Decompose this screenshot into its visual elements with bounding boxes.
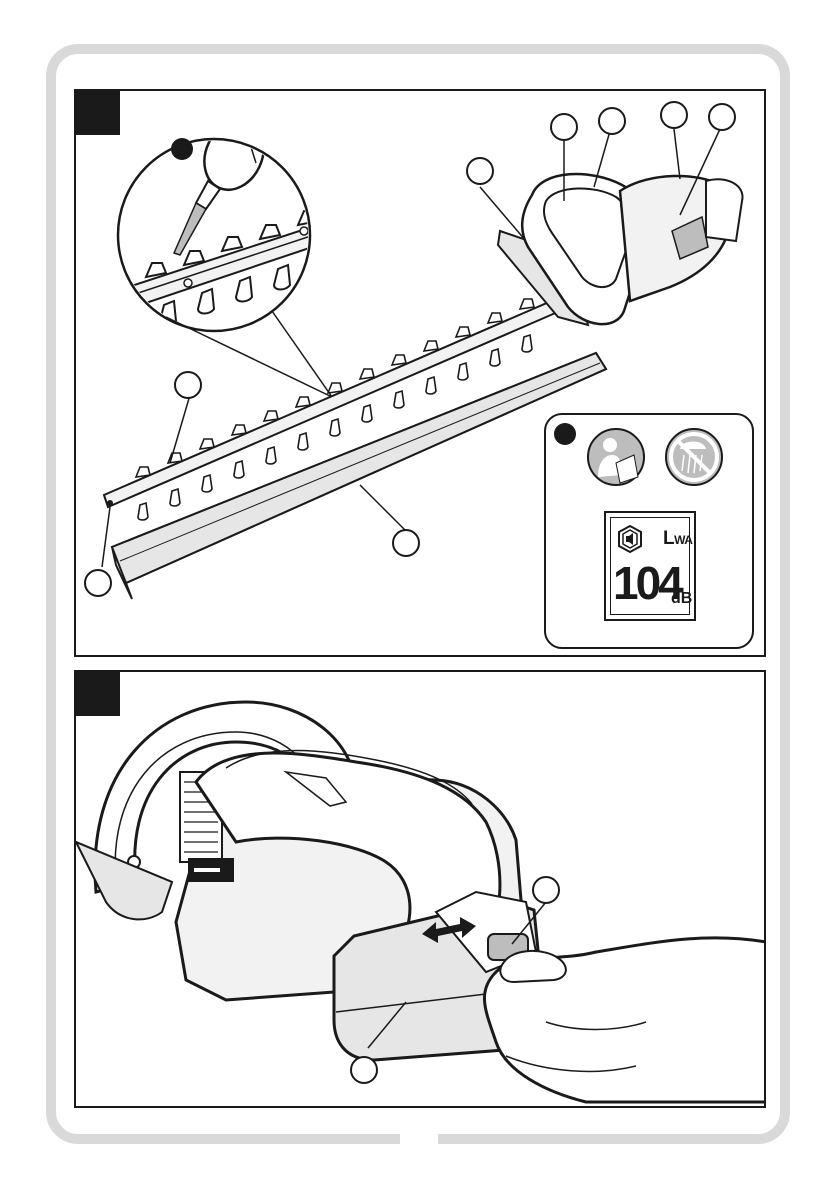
frame-gap (400, 1130, 438, 1150)
lwa-sub: WA (674, 533, 692, 547)
figure-panel-bottom (74, 670, 766, 1108)
lwa-main: L (663, 528, 674, 549)
safety-symbols-panel: LWA 104 dB (544, 413, 754, 649)
magnified-blade-detail (116, 111, 342, 331)
figure-panel-top: LWA 104 dB (74, 89, 766, 657)
sound-power-symbol: LWA (663, 528, 692, 550)
sound-level-unit: dB (671, 590, 692, 608)
callout-battery-pack (350, 1056, 378, 1084)
step-marker-a (171, 138, 193, 160)
user-hand (484, 938, 766, 1102)
read-manual-icon (588, 429, 644, 485)
callout-blade-cover (392, 529, 420, 557)
trimmer-body (498, 174, 743, 325)
no-rain-icon (666, 429, 722, 485)
sound-power-label: LWA 104 dB (604, 511, 696, 621)
callout-blade-guard (466, 157, 494, 185)
callout-front-handle (550, 113, 578, 141)
sound-power-label-border: LWA 104 dB (610, 517, 690, 615)
callout-blade (174, 371, 202, 399)
sound-power-icon (615, 524, 645, 554)
callout-rear-handle (660, 101, 688, 129)
callout-front-handle-grip (598, 107, 626, 135)
callout-release-button (532, 876, 560, 904)
callout-blade-tip (84, 569, 112, 597)
battery-insertion-drawing (76, 672, 766, 1108)
callout-trigger-switch (708, 103, 736, 131)
